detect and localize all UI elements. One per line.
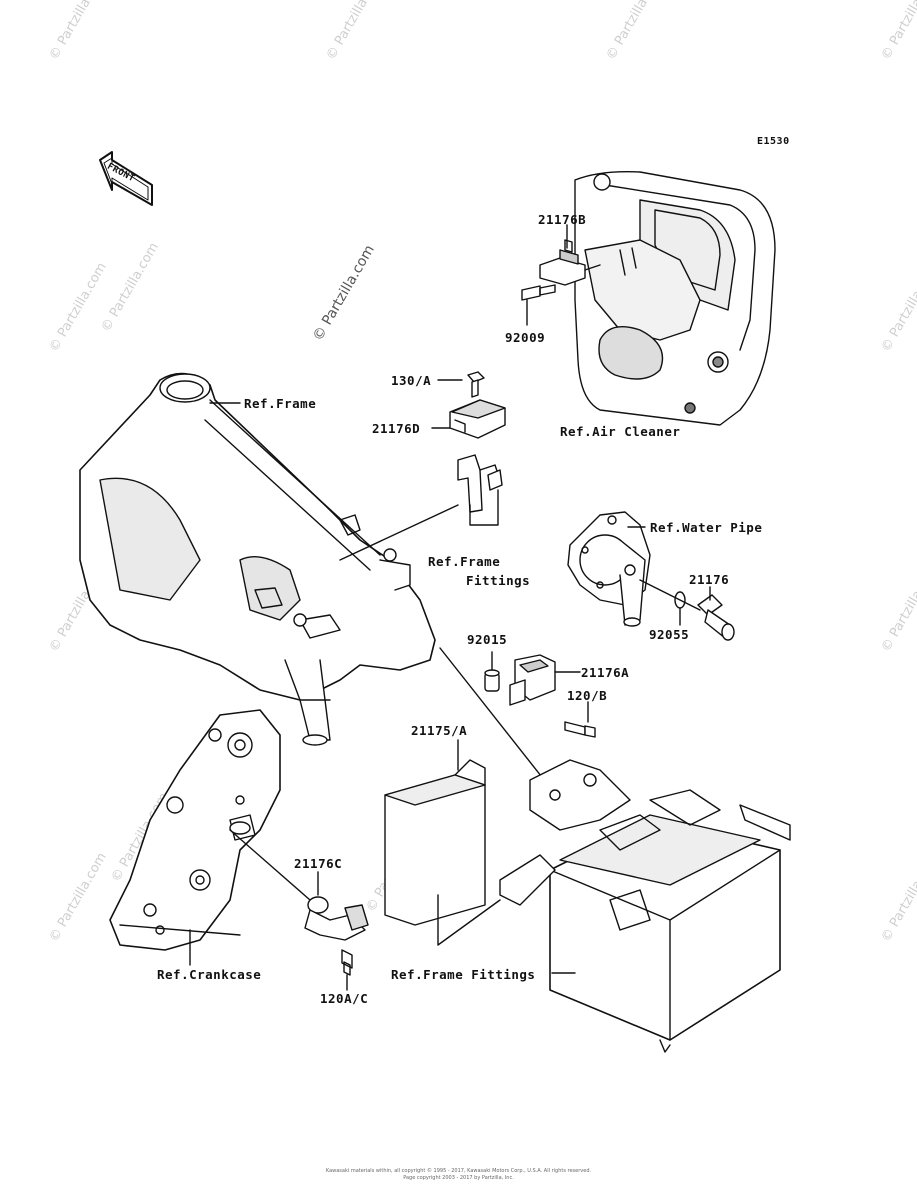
ref-label-frame: Ref.Frame	[244, 396, 317, 411]
diagram-code: E1530	[757, 136, 790, 147]
part-label-21176C[interactable]: 21176C	[294, 856, 343, 871]
sensor-21176D	[449, 399, 506, 439]
part-label-120AC[interactable]: 120A/C	[320, 991, 369, 1006]
bolt-92009	[521, 284, 556, 301]
battery-case-drawing	[499, 759, 791, 1053]
crankcase-drawing	[109, 709, 281, 951]
ref-label-water-pipe: Ref.Water Pipe	[650, 520, 763, 535]
sensor-21176B	[539, 239, 601, 286]
ecu-21175A	[384, 759, 486, 926]
ref-label-frame-fittings-bottom: Ref.Frame Fittings	[391, 967, 536, 982]
ref-label-frame-fittings-line2: Fittings	[466, 573, 531, 588]
frame-fittings-bracket	[457, 454, 503, 513]
copyright-line-2: Page copyright 2003 - 2017 by Partzilla,…	[403, 1175, 514, 1181]
part-label-21175A[interactable]: 21175/A	[411, 723, 468, 738]
ref-label-frame-fittings-line1: Ref.Frame	[428, 554, 501, 569]
copyright-line-1: Kawasaki materials within, all copyright…	[325, 1168, 592, 1174]
frame-drawing	[79, 372, 436, 746]
water-pipe-drawing	[567, 511, 651, 627]
part-label-92015[interactable]: 92015	[467, 632, 508, 647]
part-label-92009[interactable]: 92009	[505, 330, 546, 345]
ref-label-air-cleaner: Ref.Air Cleaner	[560, 424, 681, 439]
part-label-21176B[interactable]: 21176B	[538, 212, 587, 227]
bolt-130A	[467, 371, 485, 398]
part-label-21176A[interactable]: 21176A	[581, 665, 630, 680]
part-label-92055[interactable]: 92055	[649, 627, 690, 642]
bolt-120B	[564, 721, 596, 738]
front-arrow-icon	[99, 151, 153, 206]
ref-label-crankcase: Ref.Crankcase	[157, 967, 262, 982]
part-label-21176D[interactable]: 21176D	[372, 421, 421, 436]
sensor-21176C	[304, 896, 369, 941]
sensor-21176A	[509, 654, 556, 706]
part-label-21176[interactable]: 21176	[689, 572, 730, 587]
air-cleaner-drawing	[574, 171, 776, 426]
bolt-120AC	[341, 949, 353, 976]
part-label-120B[interactable]: 120/B	[567, 688, 608, 703]
collar-92015	[484, 669, 500, 692]
part-label-130A[interactable]: 130/A	[391, 373, 432, 388]
sensor-21176	[697, 594, 735, 641]
